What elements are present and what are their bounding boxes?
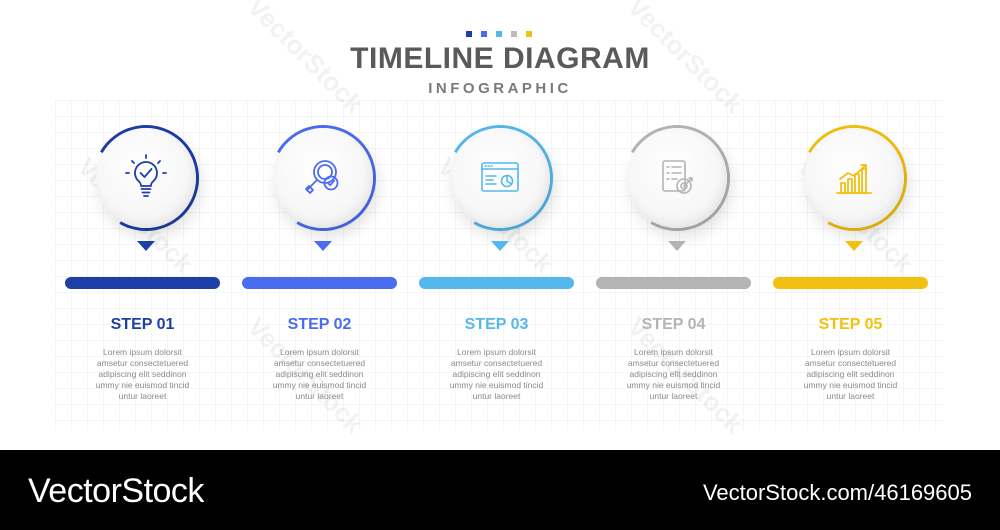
step-description-line: adipiscing elit seddinon [452, 369, 541, 379]
step-description-line: untur laoreet [472, 391, 521, 401]
diagram-subtitle: INFOGRAPHIC [428, 80, 572, 97]
step-description: Lorem ipsum dolorsit amsetur consectetue… [596, 347, 751, 402]
header-dot [466, 31, 472, 37]
header-dot [496, 31, 502, 37]
step-description: Lorem ipsum dolorsit amsetur consectetue… [419, 347, 574, 402]
header-dots [466, 31, 532, 37]
step-description-line: untur laoreet [649, 391, 698, 401]
step-description: Lorem ipsum dolorsit amsetur consectetue… [773, 347, 928, 402]
step-description-line: ummy nie euismod tincid [803, 380, 898, 390]
step-description-line: adipiscing elit seddinon [98, 369, 187, 379]
step-description-line: ummy nie euismod tincid [95, 380, 190, 390]
timeline-bar [419, 277, 574, 289]
timeline-bar [596, 277, 751, 289]
step-label: STEP 05 [818, 316, 883, 333]
step-description-line: amsetur consectetuered [96, 358, 189, 368]
step-description-line: Lorem ipsum dolorsit [280, 347, 359, 357]
search-check-icon [305, 160, 339, 194]
brand-logo: VectorStock [28, 472, 204, 510]
step-description-line: untur laoreet [826, 391, 875, 401]
step-description-line: untur laoreet [295, 391, 344, 401]
step-description-line: untur laoreet [118, 391, 167, 401]
step-pointer [668, 241, 686, 251]
step-description-line: ummy nie euismod tincid [626, 380, 721, 390]
checklist-target-icon [662, 160, 693, 194]
header-dot [511, 31, 517, 37]
step-pointer [137, 241, 155, 251]
timeline-step-3: STEP 03 Lorem ipsum dolorsit amsetur con… [419, 0, 579, 450]
step-disc [96, 128, 196, 228]
step-description-line: ummy nie euismod tincid [449, 380, 544, 390]
step-description-line: adipiscing elit seddinon [629, 369, 718, 379]
growth-chart-icon [836, 164, 872, 194]
step-description-line: ummy nie euismod tincid [272, 380, 367, 390]
step-description-line: adipiscing elit seddinon [806, 369, 895, 379]
timeline-bar [65, 277, 220, 289]
timeline-step-5: STEP 05 Lorem ipsum dolorsit amsetur con… [773, 0, 933, 450]
step-description-line: Lorem ipsum dolorsit [103, 347, 182, 357]
step-description: Lorem ipsum dolorsit amsetur consectetue… [65, 347, 220, 402]
step-disc [627, 128, 727, 228]
step-pointer [491, 241, 509, 251]
step-label: STEP 03 [464, 316, 529, 333]
step-description-line: Lorem ipsum dolorsit [811, 347, 890, 357]
step-disc [804, 128, 904, 228]
step-label: STEP 02 [287, 316, 352, 333]
step-description: Lorem ipsum dolorsit amsetur consectetue… [242, 347, 397, 402]
step-pointer [845, 241, 863, 251]
browser-chart-icon [481, 162, 519, 192]
timeline-step-1: STEP 01 Lorem ipsum dolorsit amsetur con… [65, 0, 225, 450]
step-description-line: amsetur consectetuered [804, 358, 897, 368]
step-disc [450, 128, 550, 228]
step-description-line: Lorem ipsum dolorsit [457, 347, 536, 357]
header-dot [481, 31, 487, 37]
timeline-step-4: STEP 04 Lorem ipsum dolorsit amsetur con… [596, 0, 756, 450]
step-description-line: Lorem ipsum dolorsit [634, 347, 713, 357]
timeline-bar [773, 277, 928, 289]
diagram-title: TIMELINE DIAGRAM [350, 42, 650, 75]
step-description-line: adipiscing elit seddinon [275, 369, 364, 379]
infographic-canvas: VectorStock VectorStock VectorStock Vect… [55, 0, 945, 450]
step-pointer [314, 241, 332, 251]
step-description-line: amsetur consectetuered [450, 358, 543, 368]
step-description-line: amsetur consectetuered [273, 358, 366, 368]
image-url: VectorStock.com/46169605 [702, 480, 972, 505]
timeline-bar [242, 277, 397, 289]
step-description-line: amsetur consectetuered [627, 358, 720, 368]
step-label: STEP 04 [641, 316, 706, 333]
lightbulb-check-icon [125, 154, 167, 197]
timeline-step-2: STEP 02 Lorem ipsum dolorsit amsetur con… [242, 0, 402, 450]
step-label: STEP 01 [110, 316, 175, 333]
footer-bar: VectorStock VectorStock.com/46169605 [0, 450, 1000, 530]
header-dot [526, 31, 532, 37]
